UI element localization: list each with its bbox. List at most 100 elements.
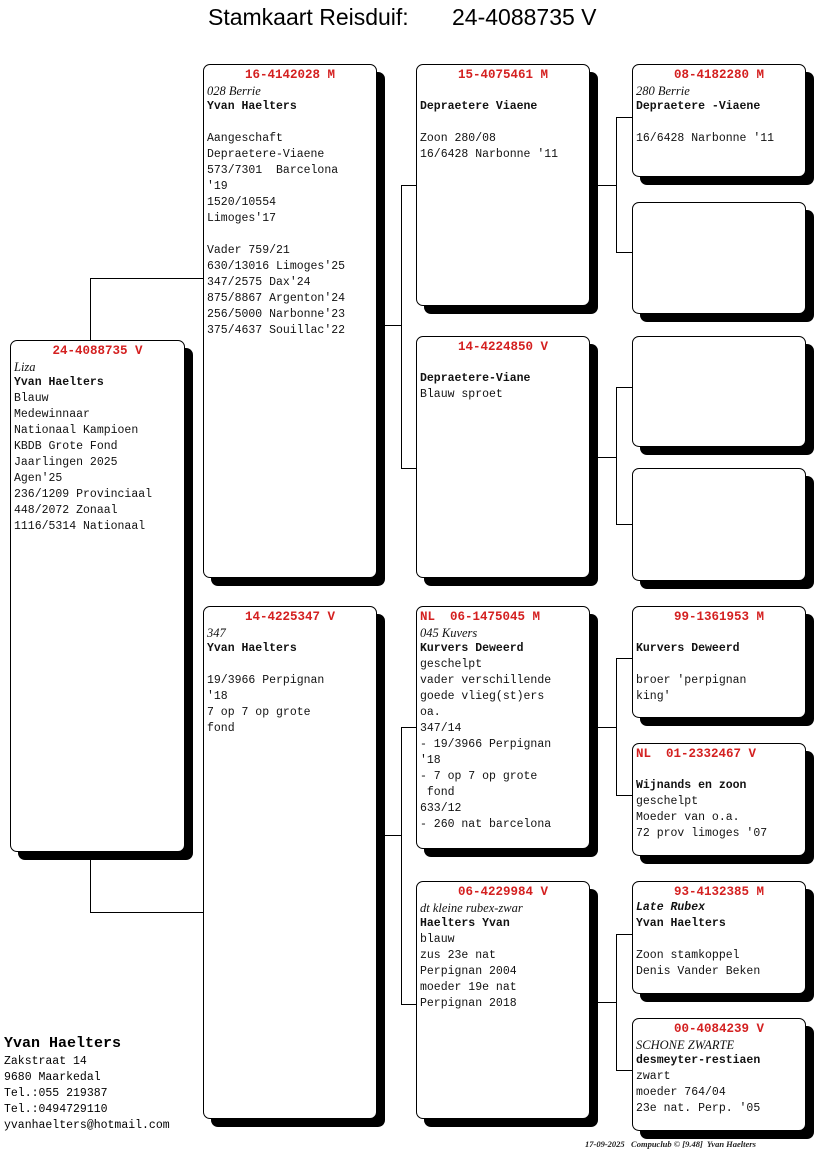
owner-city: 9680 Maarkedal: [4, 1071, 101, 1084]
page-title: Stamkaart Reisduif:: [208, 4, 409, 30]
info-line: Aangeschaft: [207, 132, 283, 145]
info-line: 72 prov limoges '07: [636, 827, 768, 840]
connector: [401, 468, 416, 469]
info-line: Depraetere-Viaene: [207, 148, 325, 161]
footer-credit: 17-09-2025 Compuclub © [9.48] Yvan Haelt…: [585, 1139, 756, 1149]
info-line: [420, 83, 586, 99]
info-line: [636, 762, 802, 778]
info-line: '19: [207, 180, 228, 193]
info-line: - 7 op 7 op grote: [420, 770, 538, 783]
breeder-name: Depraetere Viaene: [420, 100, 538, 113]
info-line: [636, 657, 802, 673]
connector: [401, 1004, 416, 1005]
info-line: 16/6428 Narbonne '11: [636, 132, 775, 145]
connector: [616, 934, 617, 1070]
connector: [598, 457, 616, 458]
info-line: Moeder van o.a.: [636, 811, 740, 824]
connector: [616, 795, 632, 796]
owner-email: yvanhaelters@hotmail.com: [4, 1119, 170, 1132]
connector: [401, 185, 416, 186]
connector: [616, 117, 632, 118]
breeder-name: Wijnands en zoon: [636, 779, 747, 792]
owner-mobile: Tel.:0494729110: [4, 1103, 108, 1116]
connector: [616, 1070, 632, 1071]
info-line: Perpignan 2004: [420, 965, 517, 978]
info-line: goede vlieg(st)ers: [420, 690, 545, 703]
info-line: [636, 115, 802, 131]
breeder-name: Kurvers Deweerd: [420, 642, 524, 655]
great-grandparent-card: [632, 336, 806, 447]
info-line: [420, 355, 586, 371]
connector: [616, 524, 632, 525]
connector: [616, 252, 632, 253]
info-line: 573/7301 Barcelona: [207, 164, 339, 177]
info-line: [207, 115, 373, 131]
great-grandparent-card: [632, 202, 806, 314]
ring-number: NL 01-2332467 V: [636, 747, 757, 761]
info-line: 236/1209 Provinciaal: [14, 488, 153, 501]
info-line: 448/2072 Zonaal: [14, 504, 118, 517]
connector: [90, 278, 91, 340]
breeder-name: Kurvers Deweerd: [636, 642, 740, 655]
ring-number: 14-4224850 V: [457, 340, 548, 354]
info-line: oa.: [420, 706, 441, 719]
info-line: vader verschillende: [420, 674, 552, 687]
info-line: Zoon stamkoppel: [636, 949, 740, 962]
info-line: Perpignan 2018: [420, 997, 517, 1010]
ring-number: 93-4132385 M: [673, 885, 764, 899]
pigeon-name: 045 Kuvers: [420, 626, 478, 640]
breeder-name: Depraetere-Viane: [420, 372, 531, 385]
ring-number: 06-4229984 V: [457, 885, 548, 899]
connector: [598, 1002, 616, 1003]
breeder-name: Yvan Haelters: [636, 917, 726, 930]
owner-name: Yvan Haelters: [4, 1035, 122, 1052]
info-line: - 19/3966 Perpignan: [420, 738, 552, 751]
breeder-name: Yvan Haelters: [207, 642, 297, 655]
ring-number: 00-4084239 V: [673, 1022, 764, 1036]
breeder-name: Yvan Haelters: [207, 100, 297, 113]
connector: [598, 185, 616, 186]
pigeon-name: 280 Berrie: [636, 84, 690, 98]
info-line: [207, 227, 373, 243]
info-line: 1520/10554: [207, 196, 277, 209]
info-line: zus 23e nat: [420, 949, 496, 962]
info-line: Denis Vander Beken: [636, 965, 761, 978]
info-line: Zoon 280/08: [420, 132, 496, 145]
connector: [616, 387, 632, 388]
info-line: 875/8867 Argenton'24: [207, 292, 346, 305]
info-line: fond: [207, 722, 235, 735]
info-line: geschelpt: [420, 658, 483, 671]
connector: [401, 185, 402, 468]
owner-street: Zakstraat 14: [4, 1055, 87, 1068]
info-line: KBDB Grote Fond: [14, 440, 118, 453]
info-line: moeder 764/04: [636, 1086, 726, 1099]
connector: [90, 278, 203, 279]
info-line: 347/2575 Dax'24: [207, 276, 311, 289]
info-line: Blauw sproet: [420, 388, 503, 401]
info-line: broer 'perpignan: [636, 674, 747, 687]
breeder-name: desmeyter-restiaen: [636, 1054, 761, 1067]
info-line: [636, 932, 802, 948]
connector: [90, 852, 91, 912]
info-line: [636, 625, 802, 641]
info-line: Blauw: [14, 392, 49, 405]
info-line: geschelpt: [636, 795, 699, 808]
ring-number: 14-4225347 V: [244, 610, 335, 624]
connector: [377, 835, 401, 836]
info-line: [420, 115, 586, 131]
pigeon-name: dt kleine rubex-zwar: [420, 901, 523, 915]
owner-info: Yvan Haelters Zakstraat 14 9680 Maarkeda…: [4, 1034, 170, 1134]
info-line: 256/5000 Narbonne'23: [207, 308, 346, 321]
breeder-name: Depraetere -Viaene: [636, 100, 761, 113]
breeder-name: Yvan Haelters: [14, 376, 104, 389]
info-line: - 260 nat barcelona: [420, 818, 552, 831]
info-line: blauw: [420, 933, 455, 946]
info-line: Vader 759/21: [207, 244, 290, 257]
info-line: Jaarlingen 2025: [14, 456, 118, 469]
subject-ring-number: 24-4088735 V: [452, 4, 597, 30]
